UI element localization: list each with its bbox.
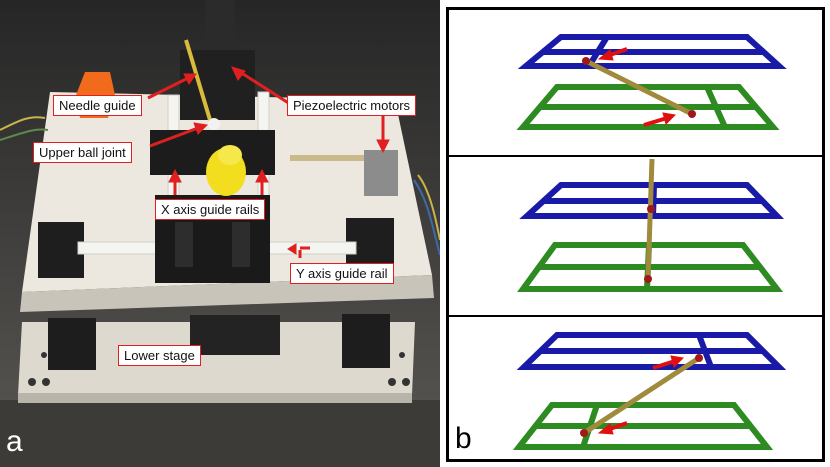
needle-rod: [184, 39, 212, 121]
callout-lower-stage: Lower stage: [118, 345, 201, 366]
lower-joint: [580, 429, 588, 437]
lower-block-center: [190, 315, 280, 355]
frame-state-2: [449, 157, 822, 315]
callout-x-axis-guide-rails: X axis guide rails: [155, 199, 266, 220]
divider-1: [449, 155, 822, 157]
robot-photo-illustration: [0, 0, 440, 467]
lower-block-right: [342, 314, 390, 368]
upper-joint: [582, 57, 590, 65]
top-post: [205, 0, 235, 48]
callout-piezoelectric-motors: Piezoelectric motors: [287, 95, 417, 116]
callout-needle-guide: Needle guide: [53, 95, 142, 116]
motion-arrows: [597, 355, 685, 435]
upper-ball-joint-part: [208, 118, 220, 130]
lower-stage-plate: [18, 322, 415, 395]
lower-frame: [516, 84, 780, 130]
piezo-motor-right: [364, 150, 398, 196]
callout-arrows: [147, 66, 390, 258]
divider-2: [449, 315, 822, 317]
upper-frame: [517, 34, 787, 69]
clamp-left: [38, 222, 84, 278]
lower-frame: [512, 402, 774, 450]
needle: [584, 58, 694, 117]
lower-block-left: [48, 318, 96, 370]
upper-frame: [516, 332, 787, 370]
panel-b-letter: b: [455, 422, 472, 455]
upper-joint: [695, 354, 703, 362]
needle: [645, 158, 655, 280]
frame-state-1: [449, 10, 822, 155]
upper-joint: [647, 205, 655, 213]
floor: [0, 400, 440, 467]
frame-state-3: [449, 317, 822, 459]
motor-shaft: [290, 155, 364, 161]
needle: [582, 355, 701, 436]
callout-upper-ball-joint: Upper ball joint: [33, 142, 132, 163]
frames-panel: b: [446, 7, 825, 462]
lower-joint: [688, 110, 696, 118]
callout-y-axis-guide-rail: Y axis guide rail: [290, 263, 394, 284]
photo-panel: Needle guide Upper ball joint Piezoelect…: [0, 0, 440, 467]
motion-arrows: [597, 47, 677, 127]
lower-stage-edge: [18, 393, 412, 403]
upper-plate-edge: [20, 275, 434, 312]
lower-joint: [644, 275, 652, 283]
panel-a-letter: a: [6, 425, 23, 458]
